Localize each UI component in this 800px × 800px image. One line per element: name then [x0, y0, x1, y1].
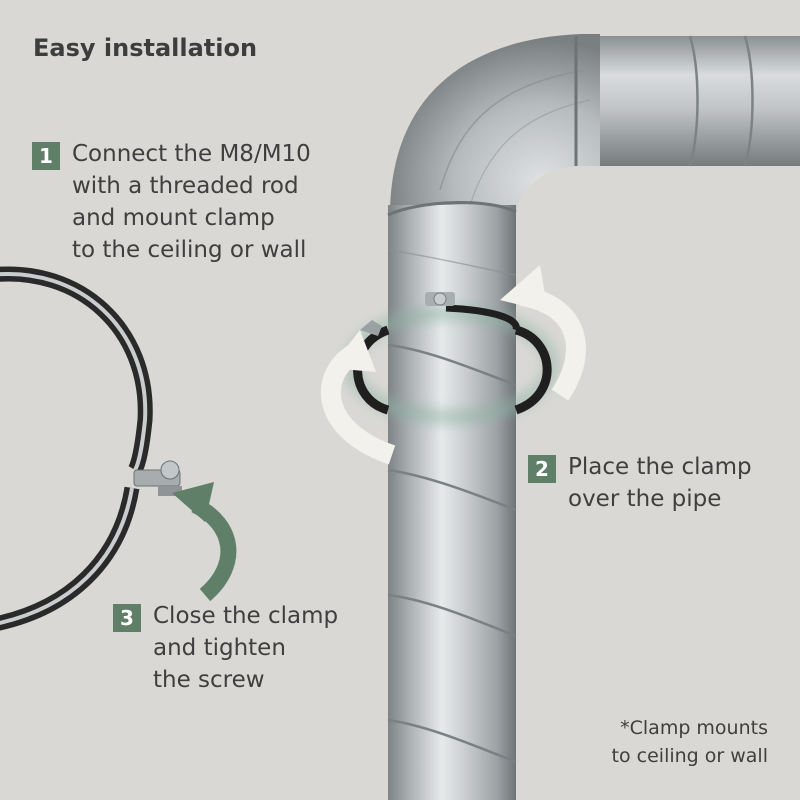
pipe-clamp-on-pipe [344, 292, 558, 424]
step-text-line: and tighten [153, 635, 286, 661]
spiral-duct-pipe [387, 34, 800, 800]
rotation-arrow [320, 265, 586, 465]
footnote-line: to ceiling or wall [611, 745, 768, 767]
footnote-line: *Clamp mounts [620, 717, 768, 739]
step-2-text: Place the clamp over the pipe [568, 451, 752, 515]
step-number-badge: 1 [32, 142, 60, 170]
pipe-clamp-ring [0, 266, 182, 631]
step-1: 1 Connect the M8/M10 with a threaded rod… [32, 138, 392, 270]
step-number-badge: 2 [528, 455, 556, 483]
curved-arrow [172, 482, 237, 602]
step-text-line: Connect the M8/M10 [72, 141, 311, 167]
step-text-line: to the ceiling or wall [72, 237, 307, 263]
step-number-badge: 3 [113, 604, 141, 632]
step-text-line: Place the clamp [568, 454, 752, 480]
step-3-text: Close the clamp and tighten the screw [153, 600, 338, 696]
page-title: Easy installation [33, 34, 258, 62]
footnote: *Clamp mounts to ceiling or wall [612, 714, 768, 770]
step-text-line: and mount clamp [72, 205, 275, 231]
step-text-line: Close the clamp [153, 603, 339, 629]
step-text-line: over the pipe [568, 486, 722, 512]
step-3: 3 Close the clamp and tighten the screw [113, 600, 383, 700]
step-text-line: with a threaded rod [72, 173, 299, 199]
step-1-text: Connect the M8/M10 with a threaded rod a… [72, 138, 311, 266]
step-text-line: the screw [153, 667, 265, 693]
step-2: 2 Place the clamp over the pipe [528, 451, 798, 521]
